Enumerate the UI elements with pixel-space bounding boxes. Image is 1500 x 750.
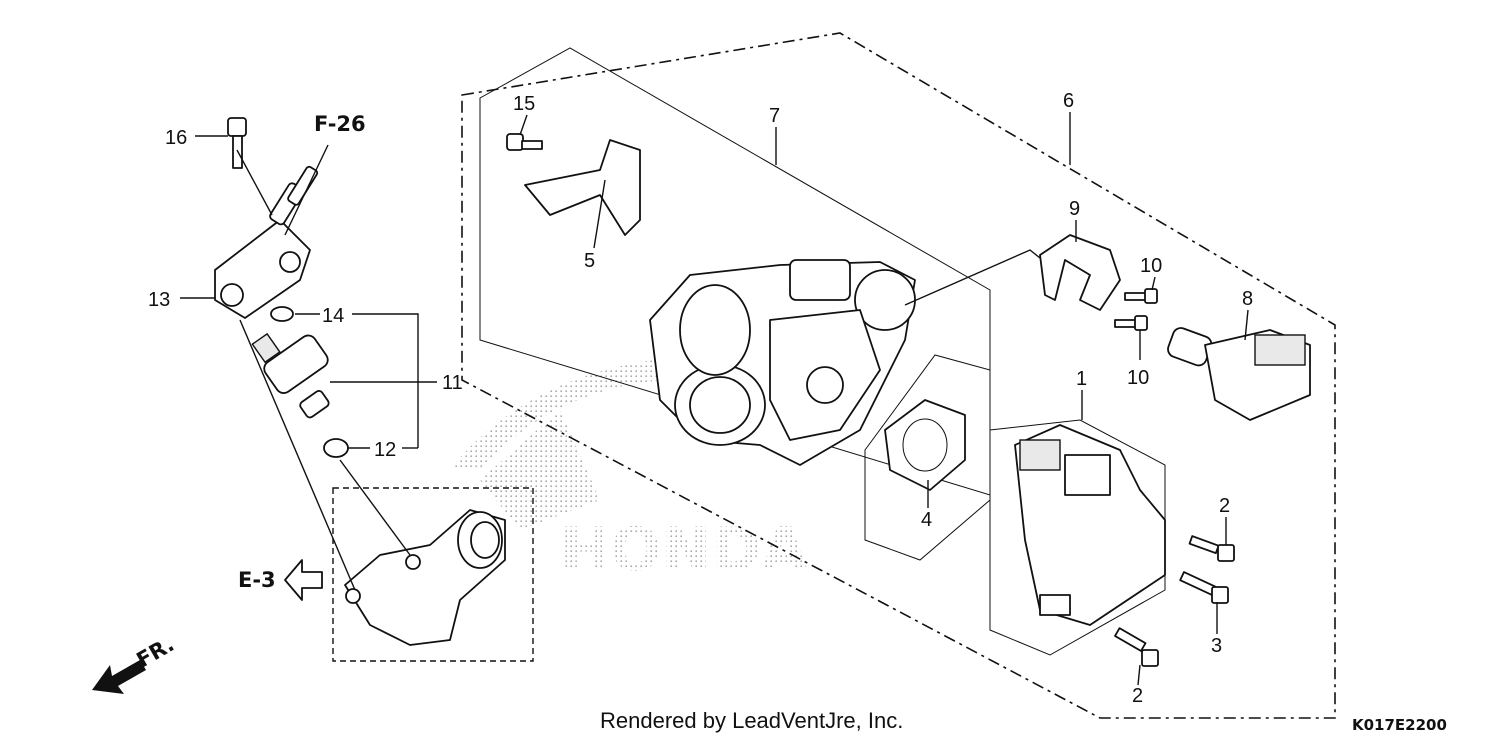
bolt-3[interactable] [1179,571,1229,604]
callout-10-lower[interactable]: 10 [1127,367,1149,389]
bolt-2a[interactable] [1188,535,1235,562]
bracket-5[interactable] [524,139,641,236]
callout-6[interactable]: 6 [1063,90,1074,112]
callout-14[interactable]: 14 [322,305,344,327]
bolt-15[interactable] [506,133,543,151]
gasket-4[interactable] [884,399,966,491]
callout-10-upper[interactable]: 10 [1140,255,1162,277]
callout-7[interactable]: 7 [769,105,780,127]
screw-10a[interactable] [1124,288,1158,304]
insulator-box [332,487,534,662]
callout-8[interactable]: 8 [1242,288,1253,310]
callout-2-lower[interactable]: 2 [1132,685,1143,707]
bolt-2b[interactable] [1114,627,1159,667]
ref-f26[interactable]: F-26 [314,112,366,136]
sensor-8[interactable] [1166,326,1311,421]
callout-11[interactable]: 11 [442,372,463,394]
callout-9[interactable]: 9 [1069,198,1080,220]
footer-credit: Rendered by LeadVentJre, Inc. [600,708,904,733]
callout-4[interactable]: 4 [921,509,932,531]
honda-watermark: HONDA [450,358,808,585]
ref-e3[interactable]: E-3 [238,568,276,592]
callout-2-upper[interactable]: 2 [1219,495,1230,517]
insulator[interactable] [344,509,506,646]
fuel-joint-13[interactable] [214,165,319,319]
stay-9[interactable] [1039,234,1121,311]
watermark-text: HONDA [560,515,808,585]
diagram-code: K017E2200 [1352,716,1447,734]
callout-16[interactable]: 16 [165,127,187,149]
callout-12[interactable]: 12 [374,439,396,461]
o-ring-14[interactable] [270,306,294,322]
seal-12[interactable] [323,438,349,458]
callout-1[interactable]: 1 [1076,368,1087,390]
sensor-1[interactable] [1014,424,1166,626]
callout-3[interactable]: 3 [1211,635,1222,657]
injector-11[interactable] [251,332,331,419]
front-arrow-icon [92,660,146,694]
callout-13[interactable]: 13 [148,289,170,311]
arrow-right-icon[interactable] [284,559,323,601]
callout-15[interactable]: 15 [513,93,535,115]
sensor-box [989,419,1166,656]
callout-5[interactable]: 5 [584,250,595,272]
leader-lines [180,112,1249,686]
assembly-boundary-6 [461,32,1336,719]
throttle-body[interactable] [649,259,916,466]
screw-10b[interactable] [1114,315,1148,331]
